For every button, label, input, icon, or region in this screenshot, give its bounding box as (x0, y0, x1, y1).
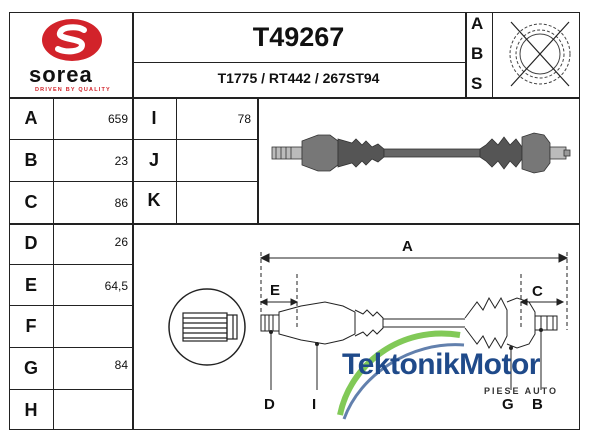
row-line-3 (9, 223, 580, 225)
dim-letter-i: I (151, 108, 157, 128)
drawing-label-g: G (502, 396, 514, 413)
sorea-s-icon (42, 19, 102, 61)
row-line-1 (9, 139, 257, 140)
dim-letter-d: D (24, 233, 38, 253)
dim-value-i: 78 (237, 112, 251, 126)
dim-letter-f: F (25, 316, 37, 336)
spline-end-detail (165, 285, 249, 374)
dim-letter-j: J (148, 150, 159, 170)
watermark-subtitle: PIESE AUTO (484, 386, 559, 396)
watermark-name-part1: Tektonik (342, 348, 460, 381)
dim-letter-a: A (24, 108, 38, 128)
row-line-7 (9, 389, 133, 390)
abs-divider (465, 12, 467, 98)
letter-col-divider (53, 97, 54, 430)
dim-letter-h: H (24, 400, 38, 420)
row-line-6 (9, 347, 133, 348)
drawing-label-i: I (312, 396, 317, 413)
dim-letter-g: G (23, 358, 38, 378)
drawing-label-a: A (402, 238, 413, 255)
dim-value-g: 84 (114, 358, 128, 372)
dim-value-d: 26 (114, 235, 128, 249)
title-divider (132, 62, 465, 63)
dim-value-b: 23 (114, 154, 128, 168)
sheet-frame (9, 12, 580, 430)
row-line-4 (9, 264, 133, 265)
drawing-label-e: E (270, 282, 281, 299)
abs-divider-2 (492, 12, 493, 98)
brand-name: sorea (29, 62, 93, 87)
column-divider-1 (132, 12, 134, 430)
letter-col-divider-2 (176, 97, 177, 223)
drawing-label-c: C (532, 283, 543, 300)
drawing-label-d: D (264, 396, 275, 413)
brand-tagline: DRIVEN BY QUALITY (35, 87, 111, 93)
dim-value-c: 86 (114, 196, 128, 210)
abs-letter-a: A (471, 14, 484, 33)
abs-letter-b: B (471, 44, 484, 63)
abs-letter-s: S (471, 74, 483, 93)
dim-letter-b: B (24, 150, 38, 170)
row-line-5 (9, 305, 133, 306)
watermark-name-part2: Motor (459, 348, 540, 381)
abs-ring-crossed-icon (505, 16, 575, 97)
drawing-label-b: B (532, 396, 543, 413)
dim-letter-k: K (147, 190, 161, 210)
driveshaft-technical-drawing (255, 240, 575, 430)
watermark-swoosh-icon (330, 305, 470, 430)
row-line-2 (9, 181, 257, 182)
driveshaft-photo-illustration (268, 125, 573, 190)
value-col-divider-2 (257, 97, 259, 223)
watermark-logo: TektonikMotor (342, 348, 540, 382)
dim-letter-e: E (24, 275, 37, 295)
header-divider (9, 97, 580, 99)
part-number: T49267 (252, 22, 345, 52)
dim-value-a: 659 (107, 112, 128, 126)
dim-letter-c: C (24, 192, 38, 212)
brand-logo (40, 18, 104, 67)
cross-references: T1775 / RT442 / 267ST94 (217, 70, 380, 86)
dim-value-e: 64,5 (104, 279, 128, 293)
